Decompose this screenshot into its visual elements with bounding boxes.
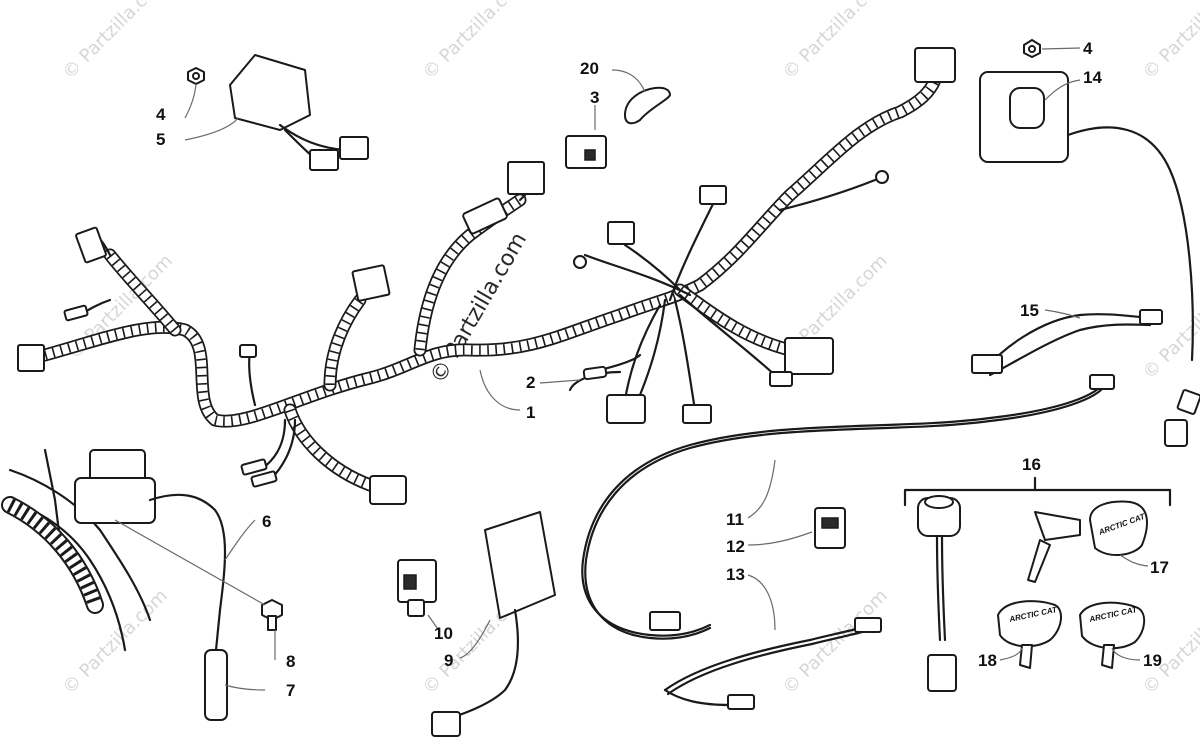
leader-line	[114, 519, 266, 606]
cdi-module[interactable]	[431, 511, 556, 737]
bolt[interactable]	[261, 599, 283, 631]
callout-7: 7	[286, 681, 295, 700]
connector	[507, 161, 545, 195]
relay-terminal	[584, 149, 596, 161]
callout-19: 19	[1143, 651, 1162, 670]
harness-branch-right	[673, 283, 797, 357]
callout-8: 8	[286, 652, 295, 671]
relay[interactable]	[565, 135, 607, 169]
connector	[769, 371, 793, 387]
harness-branch-lower-left	[283, 403, 377, 492]
callout-labels: 1 2 3 4 4 5 6 7 8 9 10 11 12 13 14 15 16…	[156, 39, 1169, 700]
starter-relay[interactable]	[814, 507, 846, 549]
connector	[309, 149, 339, 171]
leader-lines	[184, 47, 1149, 691]
watermark: © Partzilla.com	[1139, 0, 1200, 84]
callout-15: 15	[1020, 301, 1039, 320]
fuse[interactable]	[568, 365, 622, 392]
ignition-switch[interactable]	[917, 495, 961, 692]
callout-20: 20	[580, 59, 599, 78]
ring-terminal	[875, 170, 889, 184]
connector-boot[interactable]	[624, 86, 671, 125]
nut[interactable]	[1023, 39, 1041, 58]
connector	[699, 185, 727, 205]
connector	[462, 197, 508, 235]
connector	[682, 404, 712, 424]
lead-wire[interactable]	[971, 309, 1163, 377]
callout-9: 9	[444, 651, 453, 670]
ground-wire[interactable]	[663, 617, 882, 710]
ignition-switch-kit[interactable]	[903, 476, 1172, 507]
watermark: © Partzilla.com	[779, 0, 892, 84]
watermark: © Partzilla.com	[1139, 585, 1200, 698]
connector	[239, 344, 257, 358]
ring-terminal	[573, 255, 587, 269]
watermark-center: © Partzilla.com	[426, 228, 533, 388]
connector	[914, 47, 956, 83]
connector	[927, 654, 957, 692]
harness-branch-left	[103, 248, 182, 337]
ignition-coil[interactable]	[979, 71, 1194, 362]
connector	[784, 337, 834, 375]
terminal	[854, 617, 882, 633]
watermark: © Partzilla.com	[419, 0, 532, 84]
coil-boot	[1009, 87, 1045, 129]
connector	[250, 470, 278, 488]
key-18[interactable]: ARCTIC CAT	[997, 600, 1062, 669]
terminal	[727, 694, 755, 710]
connector	[63, 304, 89, 322]
callout-4: 4	[1083, 39, 1093, 58]
callout-6: 6	[262, 512, 271, 531]
callout-12: 12	[726, 537, 745, 556]
watermark: © Partzilla.com	[59, 0, 172, 84]
terminal	[971, 354, 1003, 374]
callout-3: 3	[590, 88, 599, 107]
callout-17: 17	[1150, 558, 1169, 577]
watermark: © Partzilla.com	[59, 585, 172, 698]
main-wiring-harness[interactable]	[17, 47, 956, 505]
terminal	[649, 611, 681, 631]
callout-4: 4	[156, 105, 166, 124]
connector	[339, 136, 369, 160]
connector	[240, 458, 268, 476]
callout-11: 11	[726, 510, 744, 529]
callout-18: 18	[978, 651, 997, 670]
coil-lead-connector[interactable]	[1164, 389, 1200, 447]
callout-1: 1	[526, 403, 535, 422]
connector	[75, 226, 107, 264]
callout-10: 10	[434, 624, 453, 643]
callout-2: 2	[526, 373, 535, 392]
connector	[606, 394, 646, 424]
connector	[17, 344, 45, 372]
ground-cable[interactable]	[581, 374, 1115, 640]
key-19[interactable]: ARCTIC CAT	[1079, 601, 1146, 669]
terminal	[1089, 374, 1115, 390]
connector	[1139, 309, 1163, 325]
harness-trunk	[38, 73, 942, 428]
connector	[351, 264, 391, 302]
connector	[369, 475, 407, 505]
relay-small[interactable]	[397, 559, 437, 617]
spark-plug-cap	[204, 649, 228, 721]
connector	[431, 711, 461, 737]
harness-branch-center	[323, 293, 367, 392]
fuse-body	[582, 365, 608, 381]
connector	[607, 221, 635, 245]
key-17[interactable]: ARCTIC CAT	[1027, 500, 1148, 583]
callout-14: 14	[1083, 68, 1102, 87]
nut[interactable]	[187, 67, 205, 85]
callout-5: 5	[156, 130, 165, 149]
callout-13: 13	[726, 565, 745, 584]
callout-16: 16	[1022, 455, 1041, 474]
voltage-regulator[interactable]	[229, 54, 369, 171]
